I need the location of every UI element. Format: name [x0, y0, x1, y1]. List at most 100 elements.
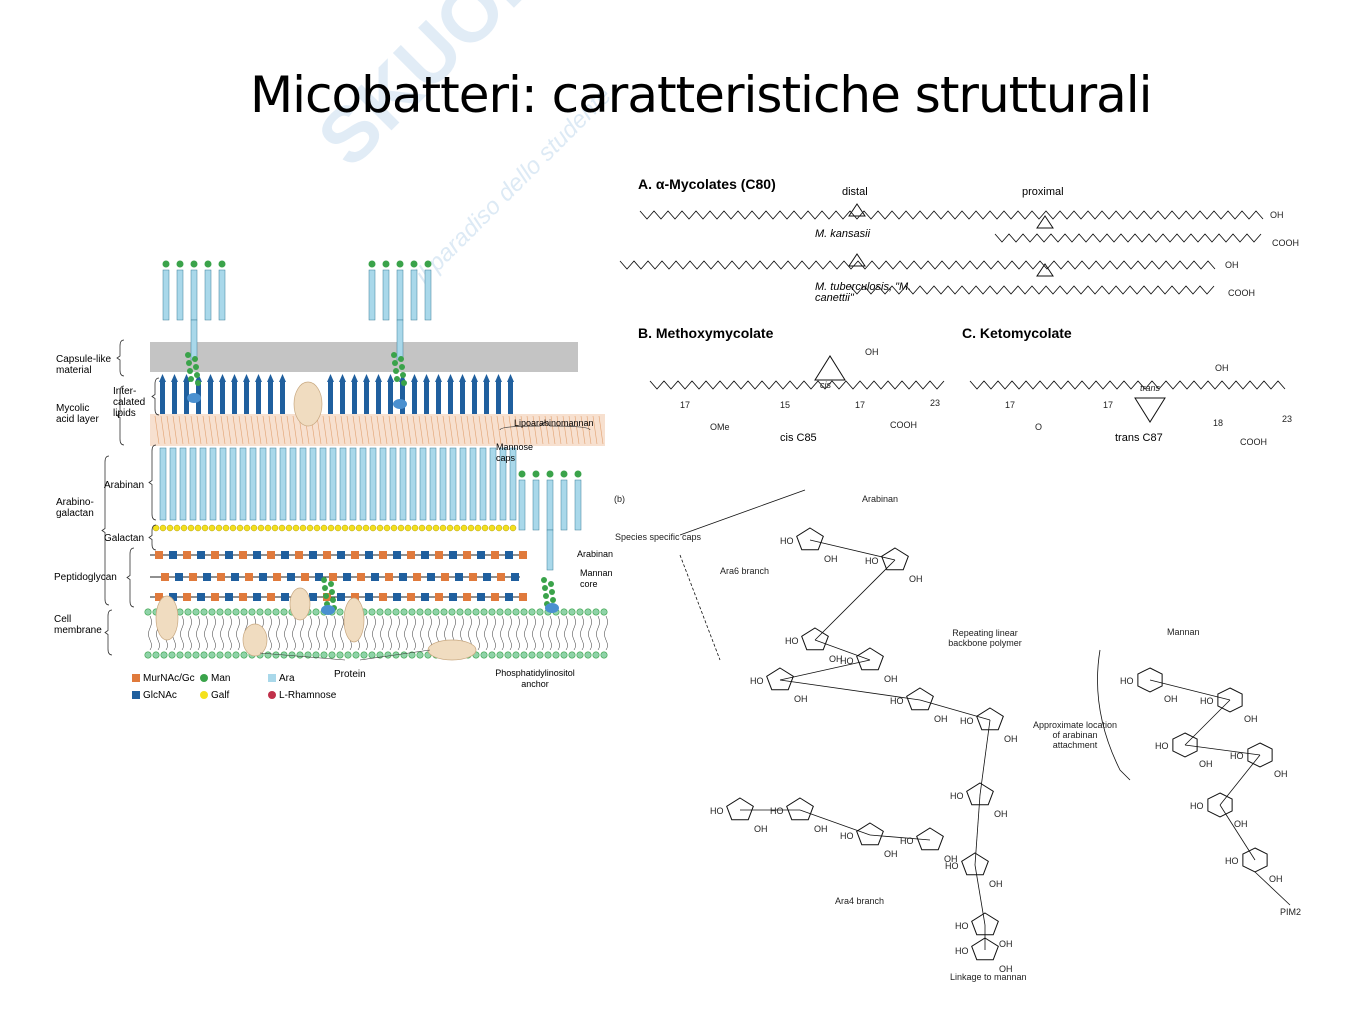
pi-anchor [187, 393, 201, 403]
membrane-headgroup [176, 651, 184, 659]
peptidoglycan-unit [449, 593, 457, 601]
membrane-headgroup [544, 651, 552, 659]
lipid-chain [502, 415, 508, 445]
mycolic-acid [220, 382, 225, 414]
legend-item: GlcNAc [132, 690, 177, 701]
membrane-headgroup [384, 608, 392, 616]
mycolic-head [219, 374, 226, 382]
peptidoglycan-unit [399, 573, 407, 581]
membrane-headgroup [584, 608, 592, 616]
mannose-ring [1137, 667, 1163, 693]
mannose-cap [560, 470, 568, 478]
lipid-chain [166, 415, 172, 445]
peptidoglycan-unit [155, 551, 163, 559]
hydroxyl-label: HO [785, 636, 799, 646]
lipid-chain [370, 415, 376, 445]
peptidoglycan-unit [421, 593, 429, 601]
mycolic-acid [208, 382, 213, 414]
arabinan-chain [389, 447, 397, 521]
mycolic-head [387, 374, 394, 382]
circle-swatch-icon [200, 674, 208, 682]
lipid-chain [364, 415, 370, 445]
galactan-unit [376, 524, 384, 532]
protein [293, 381, 323, 427]
peptidoglycan-unit [385, 573, 393, 581]
peptidoglycan-unit [323, 551, 331, 559]
mycolic-head [507, 374, 514, 382]
membrane-headgroup [384, 651, 392, 659]
hydroxyl-label: HO [960, 716, 974, 726]
galactan-unit [474, 524, 482, 532]
galactan-unit [390, 524, 398, 532]
mannose-cap [204, 260, 212, 268]
label-cooh-2: COOH [1228, 288, 1255, 298]
glycosidic-bond [1219, 804, 1256, 861]
hydroxyl-label: HO [1200, 696, 1214, 706]
membrane-headgroup [416, 608, 424, 616]
peptidoglycan-unit [421, 551, 429, 559]
legend-item: Galf [200, 690, 229, 701]
membrane-tail [316, 615, 320, 651]
membrane-tail [524, 615, 528, 651]
panel-label: (b) [614, 494, 625, 504]
arabinan-chain [469, 447, 477, 521]
lipid-chain [184, 415, 190, 445]
arabinan-chain [399, 447, 407, 521]
legend-label: GlcNAc [143, 690, 177, 701]
mycolic-acid [232, 382, 237, 414]
membrane-tail [532, 615, 536, 651]
heading-ketomycolate: C. Ketomycolate [962, 325, 1072, 341]
membrane-headgroup [224, 608, 232, 616]
arabinan-branch [574, 479, 582, 531]
arabinan-chain [249, 447, 257, 521]
brace [499, 421, 591, 431]
hydroxyl-label: OH [1269, 874, 1283, 884]
lipid-chain [586, 415, 592, 445]
label-oh-1: OH [1270, 210, 1284, 220]
arabinan-chain [209, 447, 217, 521]
arabinofuranose-ring [726, 797, 754, 821]
membrane-tail [204, 615, 208, 651]
membrane-headgroup [464, 608, 472, 616]
membrane-headgroup [328, 651, 336, 659]
lipid-chain [262, 415, 268, 445]
membrane-headgroup [152, 651, 160, 659]
methoxymycolate-chain [649, 380, 945, 390]
lipid-chain [214, 415, 220, 445]
mannan-core [393, 368, 399, 374]
glycosidic-bond [869, 834, 931, 841]
membrane-headgroup [224, 651, 232, 659]
peptidoglycan-unit [365, 593, 373, 601]
hydroxyl-label: OH [884, 849, 898, 859]
hydroxyl-label: OH [1234, 819, 1248, 829]
membrane-headgroup [552, 651, 560, 659]
mannan-core [322, 585, 328, 591]
label-pim2: PIM2 [1280, 907, 1302, 917]
peptidoglycan-unit [449, 551, 457, 559]
mycolic-acid [400, 382, 405, 414]
legend-item: Ara [268, 673, 295, 684]
hydroxyl-label: HO [840, 831, 854, 841]
arabinan-chain [509, 447, 517, 521]
peptidoglycan-unit [301, 573, 309, 581]
mycolic-head [459, 374, 466, 382]
lipid-chain [280, 415, 286, 445]
arabinan-chain [279, 447, 287, 521]
hydroxyl-label: OH [944, 854, 958, 864]
membrane-headgroup [408, 608, 416, 616]
membrane-headgroup [192, 651, 200, 659]
galactan-unit [460, 524, 468, 532]
hydroxyl-label: HO [710, 806, 724, 816]
mycolic-acid [172, 382, 177, 414]
membrane-tail [332, 615, 336, 651]
mycolic-acid [460, 382, 465, 414]
galactan-unit [187, 524, 195, 532]
lipid-chain [226, 415, 232, 445]
lipid-chain [178, 415, 184, 445]
lipid-chain [382, 415, 388, 445]
label-cooh: COOH [1240, 437, 1267, 447]
peptidoglycan-unit [357, 573, 365, 581]
peptidoglycan-unit [435, 551, 443, 559]
lipid-chain [376, 415, 382, 445]
membrane-headgroup [272, 608, 280, 616]
